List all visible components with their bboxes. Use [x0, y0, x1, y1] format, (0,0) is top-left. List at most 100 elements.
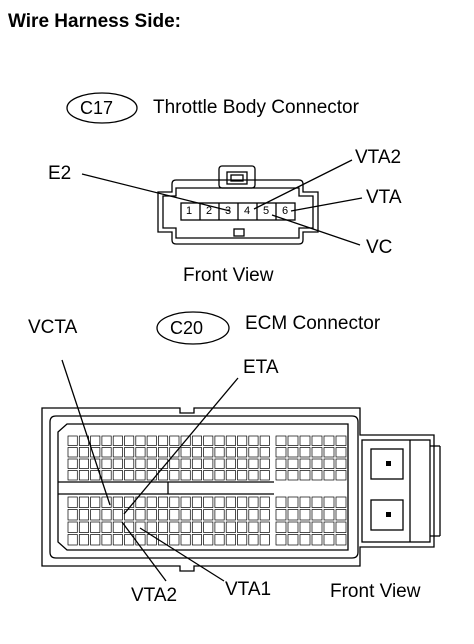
c17-leader-lines	[81, 159, 363, 246]
terminal-cell	[311, 447, 323, 458]
terminal-cell	[180, 534, 191, 546]
terminal-cell	[237, 521, 248, 533]
c17-pin-3: 3	[225, 205, 232, 217]
terminal-cell	[112, 534, 123, 546]
terminal-cell	[180, 470, 191, 481]
terminal-cell	[78, 458, 89, 469]
terminal-cell	[101, 534, 112, 546]
terminal-cell	[259, 458, 270, 469]
terminal-cell	[67, 496, 78, 508]
c20-pin-grid	[67, 435, 347, 546]
terminal-cell	[135, 458, 146, 469]
terminal-cell	[135, 496, 146, 508]
terminal-cell	[311, 496, 323, 508]
terminal-cell	[112, 447, 123, 458]
terminal-cell	[203, 458, 214, 469]
terminal-cell	[135, 470, 146, 481]
terminal-cell	[203, 496, 214, 508]
terminal-cell	[275, 470, 287, 481]
terminal-cell	[299, 447, 311, 458]
terminal-cell	[146, 447, 157, 458]
terminal-cell	[259, 435, 270, 446]
c17-view-label: Front View	[183, 265, 274, 286]
terminal-cell	[259, 470, 270, 481]
terminal-cell	[311, 521, 323, 533]
terminal-cell	[335, 534, 347, 546]
terminal-cell	[191, 509, 202, 521]
terminal-cell	[203, 435, 214, 446]
terminal-cell	[287, 521, 299, 533]
terminal-cell	[335, 509, 347, 521]
terminal-cell	[78, 470, 89, 481]
terminal-cell	[191, 534, 202, 546]
terminal-cell	[323, 521, 335, 533]
terminal-cell	[146, 509, 157, 521]
terminal-cell	[203, 509, 214, 521]
c20-name: ECM Connector	[245, 313, 381, 334]
c20-oval	[156, 311, 230, 345]
c17-pin-1: 1	[186, 205, 193, 217]
c17-name: Throttle Body Connector	[153, 97, 359, 118]
c17-label-vta2: VTA2	[355, 147, 402, 168]
terminal-cell	[287, 447, 299, 458]
terminal-cell	[124, 470, 135, 481]
terminal-cell	[169, 435, 180, 446]
c17-oval	[66, 92, 138, 124]
terminal-cell	[225, 521, 236, 533]
c17-code: C17	[80, 98, 114, 118]
terminal-cell	[90, 496, 101, 508]
terminal-cell	[146, 534, 157, 546]
page-title: Wire Harness Side:	[8, 11, 182, 32]
terminal-cell	[78, 534, 89, 546]
terminal-cell	[90, 447, 101, 458]
c17-pin-4: 4	[244, 205, 251, 217]
c20-label-vta2: VTA2	[131, 585, 178, 606]
terminal-cell	[112, 435, 123, 446]
terminal-cell	[158, 447, 169, 458]
terminal-cell	[135, 509, 146, 521]
c20-leader-lines	[61, 359, 239, 582]
terminal-cell	[191, 521, 202, 533]
terminal-cell	[299, 521, 311, 533]
c20-connector	[41, 407, 441, 572]
terminal-cell	[78, 521, 89, 533]
c17-label-vc: VC	[366, 237, 393, 258]
terminal-cell	[203, 470, 214, 481]
terminal-cell	[90, 521, 101, 533]
terminal-cell	[158, 496, 169, 508]
terminal-cell	[323, 496, 335, 508]
terminal-cell	[323, 534, 335, 546]
terminal-cell	[237, 496, 248, 508]
terminal-cell	[135, 447, 146, 458]
terminal-cell	[214, 447, 225, 458]
terminal-cell	[248, 521, 259, 533]
terminal-cell	[169, 470, 180, 481]
terminal-cell	[169, 496, 180, 508]
terminal-cell	[180, 496, 191, 508]
terminal-cell	[180, 435, 191, 446]
terminal-cell	[259, 447, 270, 458]
terminal-cell	[169, 447, 180, 458]
terminal-cell	[101, 496, 112, 508]
terminal-cell	[248, 496, 259, 508]
terminal-cell	[203, 447, 214, 458]
terminal-cell	[112, 521, 123, 533]
terminal-cell	[311, 470, 323, 481]
terminal-cell	[78, 447, 89, 458]
terminal-cell	[237, 470, 248, 481]
terminal-cell	[323, 509, 335, 521]
terminal-cell	[67, 435, 78, 446]
terminal-cell	[78, 496, 89, 508]
terminal-cell	[311, 509, 323, 521]
terminal-cell	[311, 458, 323, 469]
terminal-cell	[169, 509, 180, 521]
terminal-cell	[299, 458, 311, 469]
terminal-cell	[112, 470, 123, 481]
terminal-cell	[248, 447, 259, 458]
terminal-cell	[112, 496, 123, 508]
terminal-cell	[135, 435, 146, 446]
terminal-cell	[248, 458, 259, 469]
terminal-cell	[259, 534, 270, 546]
terminal-cell	[287, 534, 299, 546]
